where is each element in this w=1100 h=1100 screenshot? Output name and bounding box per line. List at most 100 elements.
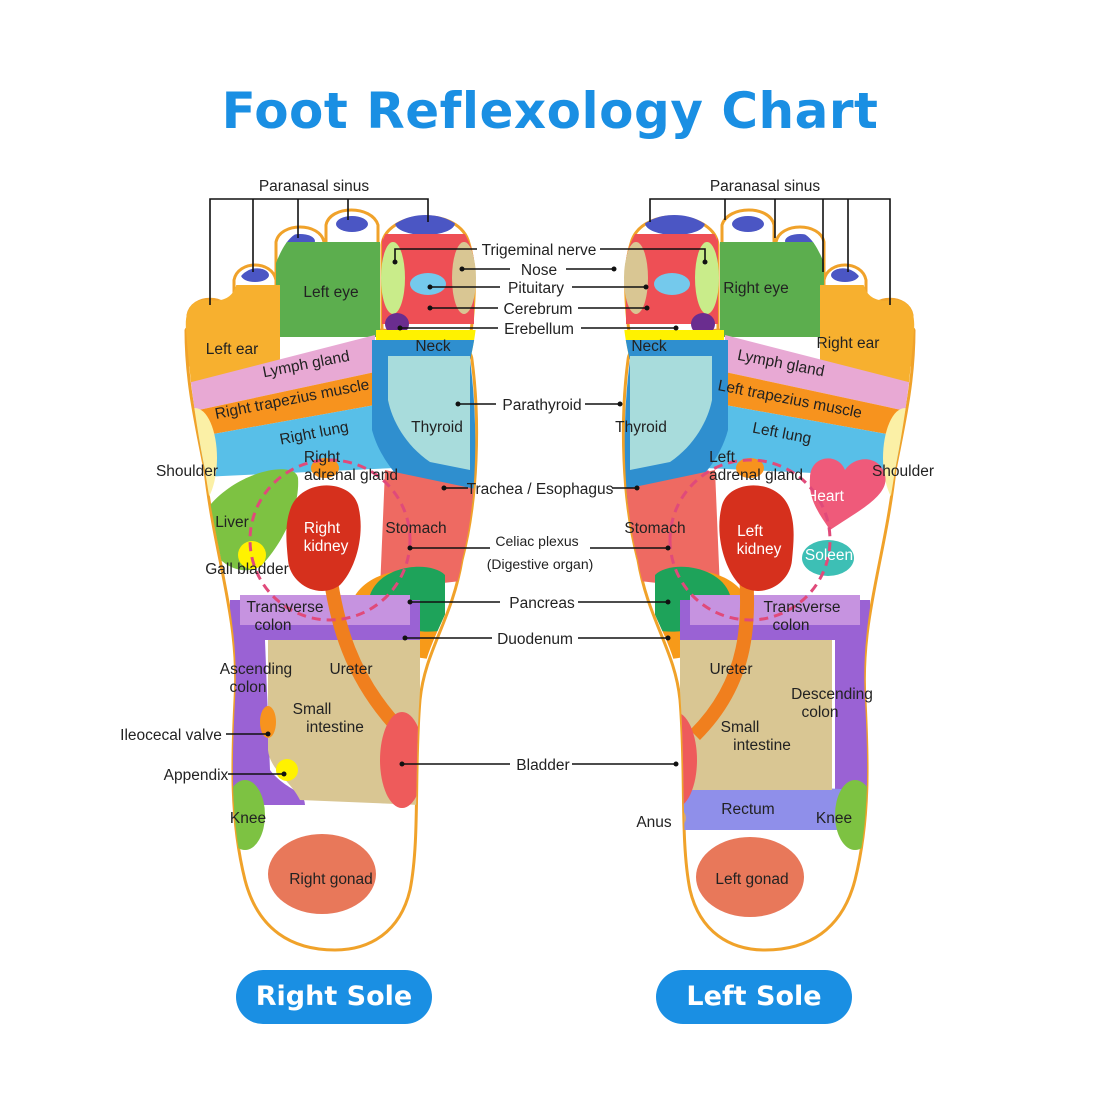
label-small-right-2: intestine [306,719,364,736]
label-shoulder-left: Shoulder [872,463,934,480]
label-left-adrenal-2: adrenal gland [709,467,803,484]
label-celiac: Celiac plexus [495,533,578,549]
leader-lines [209,198,891,775]
label-right-adrenal-2: adrenal gland [304,467,398,484]
label-transverse-left-1: Transverse [764,599,841,616]
label-rectum: Rectum [721,801,774,818]
label-ureter-left: Ureter [709,661,752,678]
label-ureter-right: Ureter [329,661,372,678]
label-trigeminal: Trigeminal nerve [482,242,597,259]
left-adrenal [736,458,764,478]
right-erebellum [385,313,409,335]
label-cerebrum: Cerebrum [504,301,573,318]
label-pituitary: Pituitary [508,280,564,297]
label-gall-bladder: Gall bladder [205,561,289,578]
label-stomach-right: Stomach [385,520,446,537]
label-trachea: Trachea / Esophagus [467,481,614,498]
left-bladder [653,712,697,808]
right-adrenal [311,458,339,478]
label-left-kidney-1: Left [737,523,764,540]
leader-dots [265,259,708,777]
label-knee-right: Knee [230,810,266,827]
label-duodenum: Duodenum [497,631,573,648]
left-thyroid [630,356,712,470]
label-stomach-left: Stomach [624,520,685,537]
label-bladder: Bladder [516,757,569,774]
label-transverse-right-1: Transverse [247,599,324,616]
right-sole-badge: Right Sole [236,970,432,1024]
label-paranasal-right: Paranasal sinus [259,178,370,195]
label-small-left-1: Small [721,719,760,736]
label-anus: Anus [636,814,672,831]
label-right-adrenal-1: Right [304,449,341,466]
label-shoulder-right: Shoulder [156,463,218,480]
left-sole-badge: Left Sole [656,970,852,1024]
label-right-eye: Right eye [723,280,788,297]
left-sole-foot [621,208,916,952]
label-right-kidney-2: kidney [304,538,349,555]
label-small-right-1: Small [293,701,332,718]
right-sinus-1 [395,211,455,235]
right-digestive-ring [248,458,412,622]
left-digestive-ring [668,458,832,622]
label-nose: Nose [521,262,557,279]
left-rectum [670,780,860,830]
label-neck-right: Neck [415,338,451,355]
label-left-gonad: Left gonad [715,871,788,888]
left-stomach [622,470,720,590]
left-eye-area [720,242,824,337]
label-right-gonad: Right gonad [289,871,373,888]
left-sinus-4 [831,268,859,282]
right-sole-foot [184,208,479,952]
left-heart [809,458,886,530]
right-thyroid [388,356,470,470]
left-nose-area [624,242,648,314]
label-small-left-2: intestine [733,737,791,754]
right-sinus-4 [241,268,269,282]
right-lymph [185,335,375,414]
left-pituitary [654,273,690,295]
left-gonad [696,837,804,917]
label-left-ear: Left ear [206,341,259,358]
label-transverse-right-2: colon [254,617,291,634]
label-ascending-2: colon [229,679,266,696]
left-small-intestine [680,640,832,790]
label-ascending-1: Ascending [220,661,292,678]
right-trapezius [185,372,375,440]
label-descending-1: Descending [791,686,873,703]
label-right-kidney-1: Right [304,520,341,537]
label-heart: Heart [806,488,845,505]
label-appendix: Appendix [164,767,229,784]
label-thyroid-left: Thyroid [615,419,667,436]
right-stomach [380,470,478,590]
label-liver: Liver [215,514,249,531]
right-kidney [286,485,361,591]
label-knee-left: Knee [816,810,852,827]
right-appendix [276,759,298,781]
left-trigeminal [695,242,719,314]
right-lung [185,405,395,478]
chart-title: Foot Reflexology Chart [221,82,879,140]
label-left-eye: Left eye [303,284,358,301]
right-sinus-2 [336,216,368,232]
right-pituitary [410,273,446,295]
left-erebellum [691,313,715,335]
label-parathyroid: Parathyroid [502,397,581,414]
right-gonad [268,834,376,914]
right-bladder [380,712,424,808]
label-descending-2: colon [801,704,838,721]
label-pancreas: Pancreas [509,595,575,612]
left-sinus-1 [645,211,705,235]
right-eye-area [276,242,380,337]
left-sinus-2 [732,216,764,232]
label-ileocecal: Ileocecal valve [120,727,222,744]
label-thyroid-right: Thyroid [411,419,463,436]
label-paranasal-left: Paranasal sinus [710,178,821,195]
right-trigeminal [381,242,405,314]
left-lymph [725,335,915,414]
right-ileocecal [260,706,276,738]
label-spleen: Soleen [805,547,853,564]
label-left-kidney-2: kidney [737,541,782,558]
label-neck-left: Neck [631,338,667,355]
